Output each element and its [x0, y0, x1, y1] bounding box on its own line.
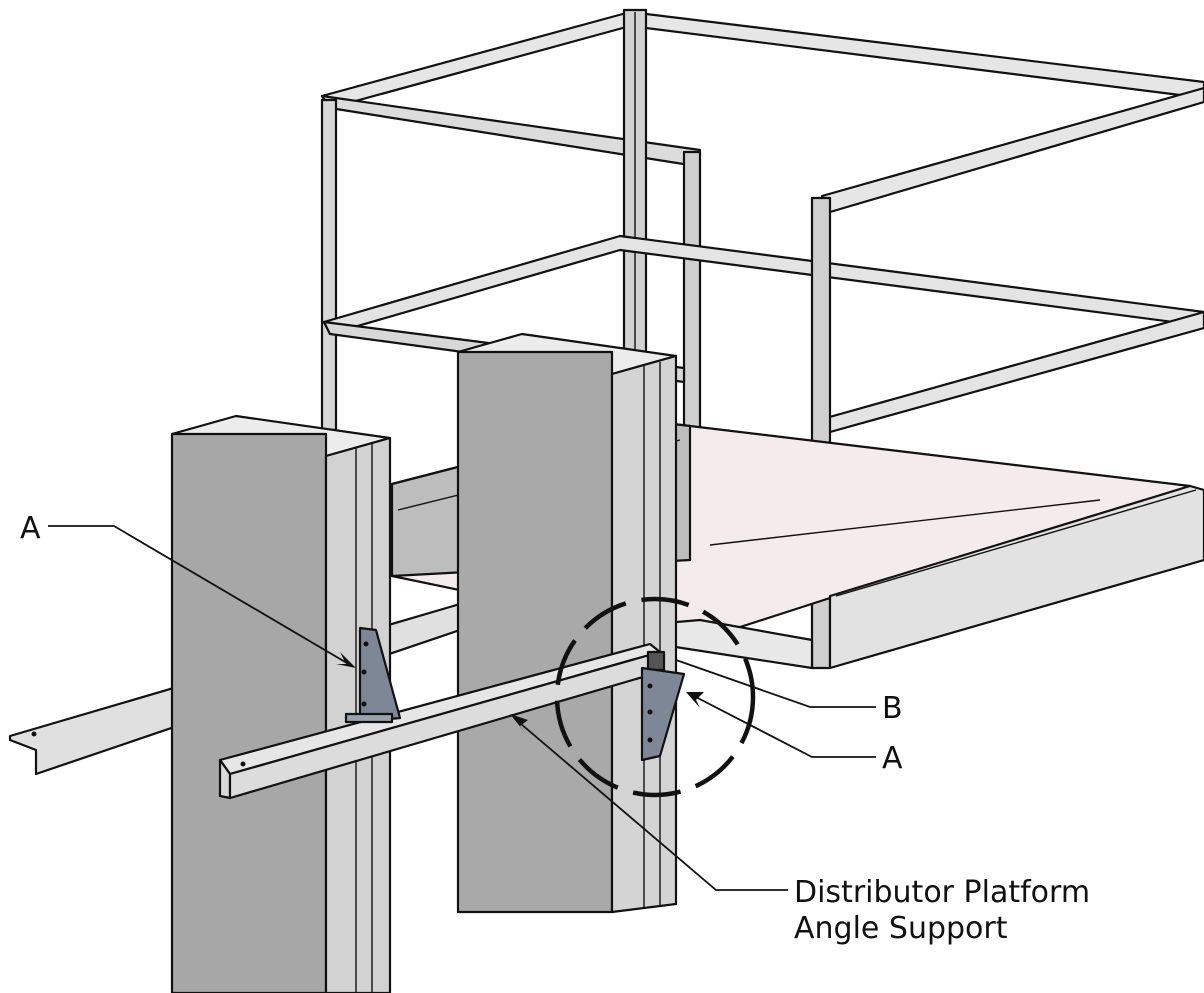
bracket-a-right	[640, 650, 686, 762]
deck-front-edge	[828, 484, 1204, 670]
part-name-line2: Angle Support	[794, 911, 1008, 946]
callout-a-right: A	[882, 741, 903, 776]
column-left-face	[170, 432, 328, 993]
mid-rail-back	[322, 234, 1204, 336]
callout-a-left: A	[20, 511, 41, 546]
leader-lines	[48, 525, 876, 891]
part-name-line1: Distributor Platform	[794, 875, 1090, 910]
bracket-a-left	[344, 626, 402, 724]
mid-rail-front	[824, 310, 1204, 434]
column-left	[170, 414, 392, 993]
callout-b: B	[882, 691, 903, 726]
column-middle-face	[456, 350, 614, 914]
top-rail-back	[320, 10, 1204, 110]
column-middle	[456, 332, 678, 914]
left-rear-post	[320, 98, 338, 432]
top-rail-front	[820, 86, 1204, 214]
detail-circle	[554, 596, 756, 798]
